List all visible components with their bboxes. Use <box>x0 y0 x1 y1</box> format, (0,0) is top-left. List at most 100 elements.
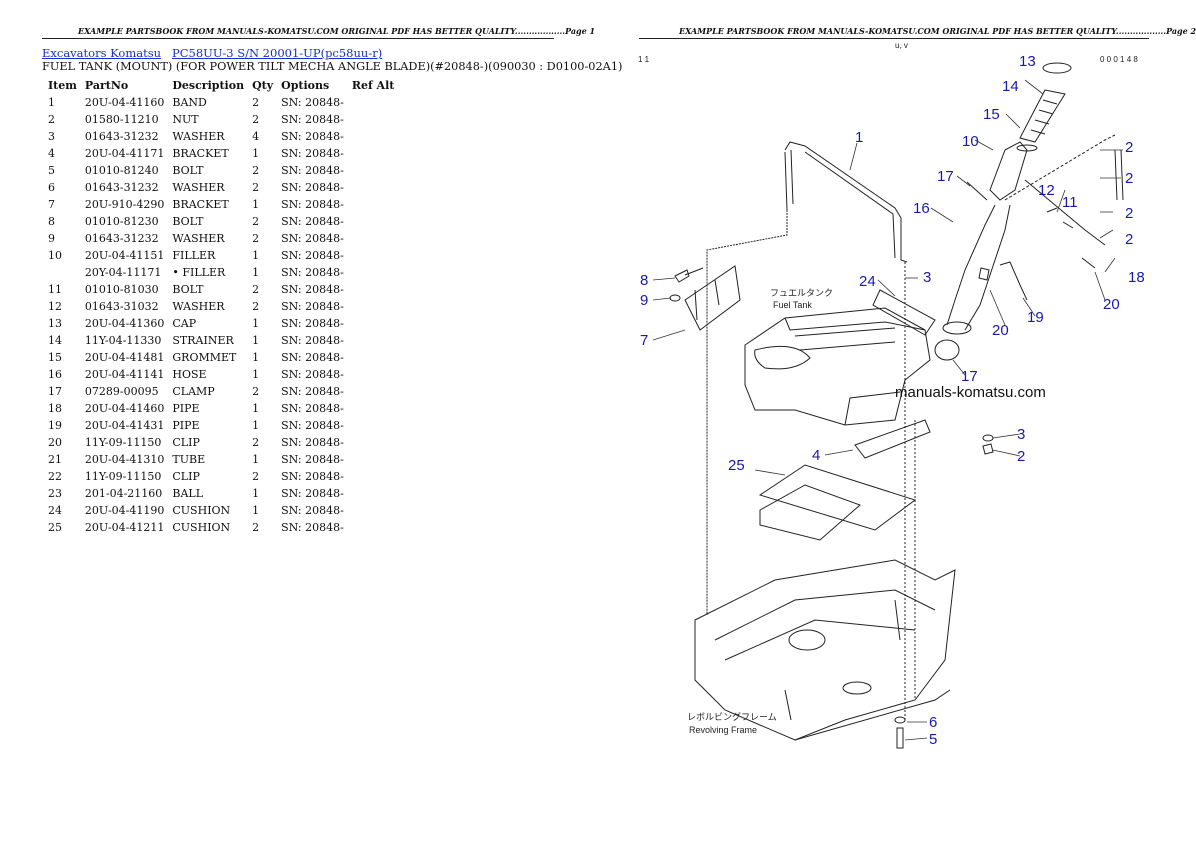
cell-partno: 01643-31232 <box>84 181 159 194</box>
cell-item: 24 <box>48 504 62 517</box>
cell-qty: 1 <box>252 147 260 160</box>
cell-options: SN: 20848- <box>281 402 344 415</box>
cell-description: WASHER <box>172 300 225 313</box>
cell-options: SN: 20848- <box>281 96 344 109</box>
cell-item: 4 <box>48 147 55 160</box>
cell-description: BOLT <box>172 215 204 228</box>
cell-qty: 2 <box>252 96 260 109</box>
cell-refalt <box>348 400 399 417</box>
callout-1: 1 <box>855 129 863 146</box>
cell-options: SN: 20848- <box>281 453 344 466</box>
cell-qty: 2 <box>252 300 260 313</box>
cell-qty: 1 <box>252 334 260 347</box>
cell-description: WASHER <box>172 130 225 143</box>
cell-item: 20 <box>48 436 62 449</box>
cell-item: 15 <box>48 351 62 364</box>
col-header-qty: Qty <box>252 79 274 92</box>
cell-qty: 1 <box>252 453 260 466</box>
breadcrumb-link-model[interactable]: PC58UU-3 S/N 20001-UP(pc58uu-r) <box>172 46 383 60</box>
cell-qty: 2 <box>252 164 260 177</box>
cell-partno: 01643-31232 <box>84 232 159 245</box>
cell-qty: 2 <box>252 385 260 398</box>
cell-partno: 20U-04-41310 <box>84 453 165 466</box>
cell-qty: 2 <box>252 283 260 296</box>
cell-item: 5 <box>48 164 55 177</box>
cell-qty: 1 <box>252 351 260 364</box>
cell-refalt <box>348 502 399 519</box>
cell-item: 23 <box>48 487 62 500</box>
cell-description: • FILLER <box>172 266 226 279</box>
breadcrumb: Excavators Komatsu PC58UU-3 S/N 20001-UP… <box>42 46 382 60</box>
revolving-frame-label: Revolving Frame <box>689 725 757 735</box>
cell-item: 18 <box>48 402 62 415</box>
callout-3: 3 <box>923 269 931 286</box>
cell-item: 3 <box>48 130 55 143</box>
cell-qty: 2 <box>252 181 260 194</box>
cell-qty: 1 <box>252 317 260 330</box>
top-mark: u, v <box>895 41 908 50</box>
cell-options: SN: 20848- <box>281 419 344 432</box>
callout-17: 17 <box>937 168 954 185</box>
callout-11: 11 <box>1062 194 1078 211</box>
parts-table: Item PartNo Description Qty Options Ref … <box>44 77 398 536</box>
callout-19: 19 <box>1027 309 1044 326</box>
page-2: EXAMPLE PARTSBOOK FROM MANUALS-KOMATSU.C… <box>595 0 1196 842</box>
cell-item: 2 <box>48 113 55 126</box>
filler-shape <box>989 141 1028 201</box>
breadcrumb-link-manufacturer[interactable]: Excavators Komatsu <box>42 46 162 60</box>
callout-17: 17 <box>961 368 978 385</box>
band-shape <box>784 141 908 263</box>
cell-options: SN: 20848- <box>281 249 344 262</box>
pipe-shape <box>1114 149 1124 201</box>
cell-qty: 1 <box>252 487 260 500</box>
cushion-shape <box>872 289 936 336</box>
callout-16: 16 <box>913 200 930 217</box>
cell-options: SN: 20848- <box>281 470 344 483</box>
cell-item: 17 <box>48 385 62 398</box>
strainer-shape <box>1019 89 1066 143</box>
cell-partno: 11Y-09-11150 <box>84 470 162 483</box>
callout-2: 2 <box>1125 139 1133 156</box>
cell-options: SN: 20848- <box>281 351 344 364</box>
cell-refalt <box>348 468 399 485</box>
cell-refalt <box>348 485 399 502</box>
fuel-tank-shape <box>744 307 931 426</box>
cell-item: 7 <box>48 198 55 211</box>
cell-description: GROMMET <box>172 351 237 364</box>
cell-refalt <box>348 196 399 213</box>
callout-2: 2 <box>1125 205 1133 222</box>
cell-options: SN: 20848- <box>281 385 344 398</box>
callout-12: 12 <box>1038 182 1055 199</box>
callout-20: 20 <box>992 322 1009 339</box>
header-rule <box>639 38 1149 39</box>
cell-options: SN: 20848- <box>281 130 344 143</box>
callout-25: 25 <box>728 457 745 474</box>
callout-3: 3 <box>1017 426 1025 443</box>
fuel-tank-label-jp: フュエルタンク <box>770 288 833 298</box>
cell-options: SN: 20848- <box>281 198 344 211</box>
revolving-frame-label-jp: レボルビングフレーム <box>687 711 777 722</box>
header-rule <box>42 38 554 39</box>
cell-refalt <box>348 383 399 400</box>
cell-refalt <box>348 162 399 179</box>
cell-refalt <box>348 349 399 366</box>
cell-partno: 01643-31032 <box>84 300 159 313</box>
cell-qty: 2 <box>252 521 260 534</box>
cell-partno: 20U-04-41151 <box>84 249 165 262</box>
corner-ref-left: 1 1 <box>638 55 650 64</box>
col-header-description: Description <box>172 79 245 92</box>
cell-qty: 1 <box>252 368 260 381</box>
cell-item: 1 <box>48 96 55 109</box>
cell-refalt <box>348 145 399 162</box>
cell-partno: 20U-04-41460 <box>84 402 165 415</box>
cell-options: SN: 20848- <box>281 181 344 194</box>
cell-qty: 1 <box>252 266 260 279</box>
